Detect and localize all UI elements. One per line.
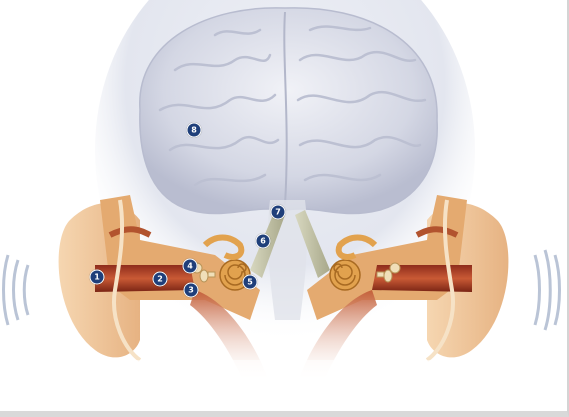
brain-shape <box>140 8 437 214</box>
marker-8: 8 <box>187 123 202 138</box>
marker-5: 5 <box>243 275 258 290</box>
marker-1: 1 <box>90 270 105 285</box>
left-ear-canal <box>95 265 195 292</box>
bottom-fade <box>0 360 567 411</box>
right-cochlea <box>330 260 360 290</box>
marker-7: 7 <box>271 205 286 220</box>
marker-4: 4 <box>183 259 198 274</box>
sound-waves-right <box>535 250 560 330</box>
sound-waves-left <box>4 255 29 325</box>
marker-6: 6 <box>256 234 271 249</box>
marker-2: 2 <box>153 272 168 287</box>
marker-3: 3 <box>184 283 199 298</box>
